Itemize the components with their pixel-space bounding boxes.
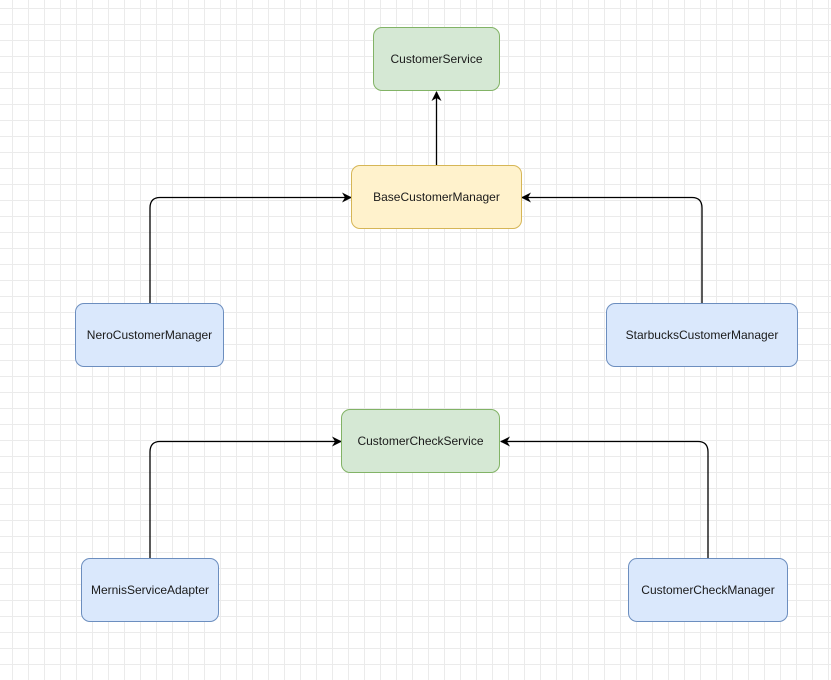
node-mernis-service-adapter[interactable]: MernisServiceAdapter xyxy=(81,558,219,622)
edge-mernis-to-customer-check-service[interactable] xyxy=(149,436,342,559)
node-nero-customer-manager[interactable]: NeroCustomerManager xyxy=(75,303,224,367)
edge-starbucks-to-base[interactable] xyxy=(521,192,703,304)
edge-nero-to-base[interactable] xyxy=(149,192,352,304)
node-label: MernisServiceAdapter xyxy=(90,583,210,597)
node-label: StarbucksCustomerManager xyxy=(625,328,779,342)
node-label: CustomerCheckService xyxy=(357,434,484,448)
node-starbucks-customer-manager[interactable]: StarbucksCustomerManager xyxy=(606,303,798,367)
node-customer-service[interactable]: CustomerService xyxy=(373,27,500,91)
node-customer-check-manager[interactable]: CustomerCheckManager xyxy=(628,558,788,622)
node-label: CustomerCheckManager xyxy=(641,583,775,597)
node-label: CustomerService xyxy=(390,52,483,66)
edge-check-manager-to-customer-check-service[interactable] xyxy=(500,436,709,559)
node-customer-check-service[interactable]: CustomerCheckService xyxy=(341,409,500,473)
node-base-customer-manager[interactable]: BaseCustomerManager xyxy=(351,165,522,229)
node-label: BaseCustomerManager xyxy=(373,190,500,204)
node-label: NeroCustomerManager xyxy=(86,328,213,342)
